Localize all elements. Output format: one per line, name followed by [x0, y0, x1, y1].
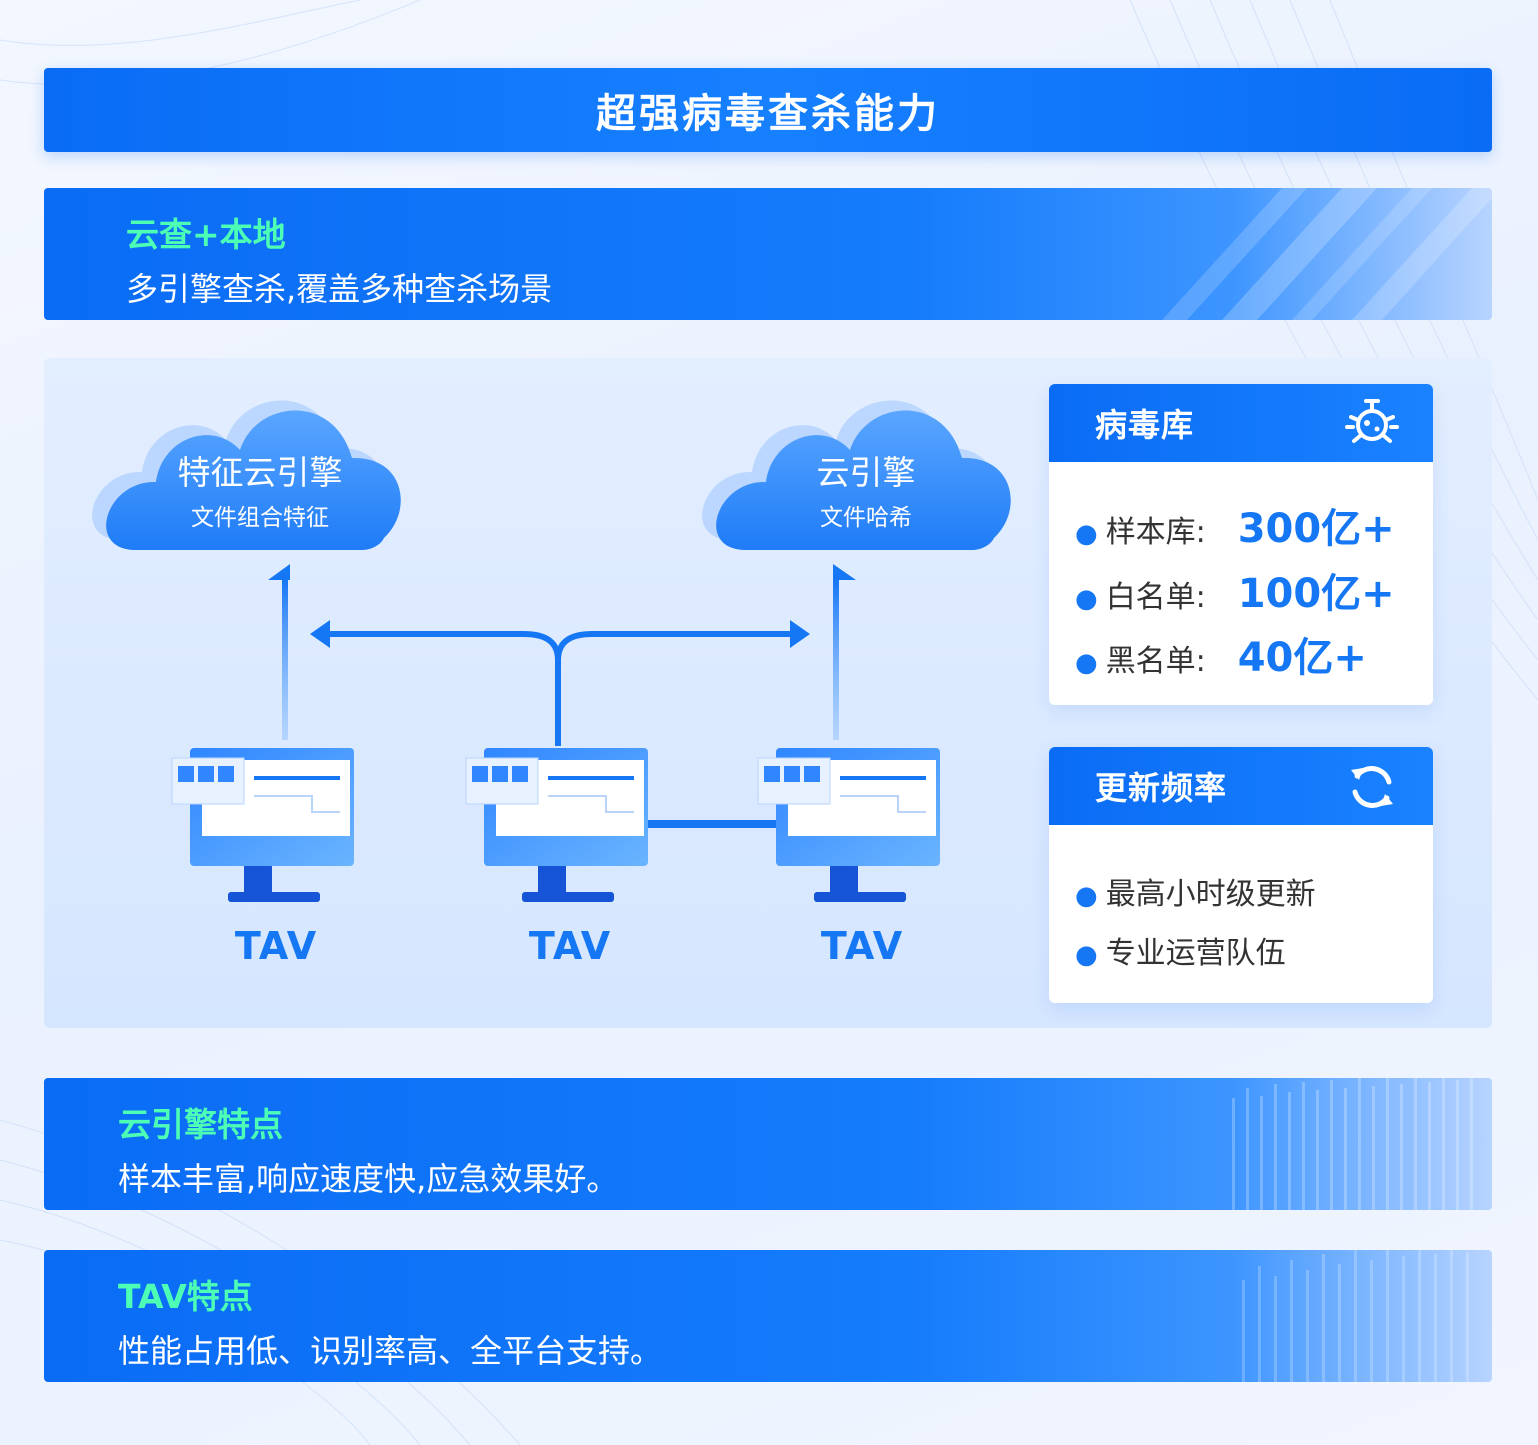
- update-frequency-header: 更新频率: [1049, 747, 1433, 825]
- stat-label: 白名单:: [1105, 580, 1206, 615]
- update-frequency-title: 更新频率: [1095, 769, 1228, 807]
- stat-row: ● 样本库: 300亿+: [1075, 496, 1395, 554]
- feature-description: 样本丰富,响应速度快,应急效果好。: [118, 1160, 619, 1198]
- feature-heading: 云引擎特点: [118, 1105, 283, 1144]
- page-title: 超强病毒查杀能力: [596, 91, 940, 137]
- connector-branch: [330, 631, 790, 746]
- connector-link: [644, 820, 784, 828]
- list-item: ● 最高小时级更新: [1075, 869, 1316, 913]
- bullet-dot: ●: [1075, 584, 1098, 614]
- stat-label: 样本库:: [1105, 515, 1206, 550]
- cloud-title-feature-engine: 特征云引擎: [177, 453, 343, 492]
- feature-heading: 云查+本地: [126, 215, 286, 254]
- arrow-up-left: [268, 564, 290, 740]
- node-label: TAV: [234, 924, 318, 968]
- bullet-dot: ●: [1075, 881, 1098, 911]
- feature-banner-cloud-engine: 云引擎特点 样本丰富,响应速度快,应急效果好。: [44, 1078, 1492, 1210]
- list-item: ● 专业运营队伍: [1075, 928, 1286, 972]
- banner-stripes: [1242, 1250, 1469, 1382]
- virus-db-header: 病毒库: [1049, 384, 1433, 462]
- stat-value: 40亿+: [1237, 635, 1367, 681]
- bullet-dot: ●: [1075, 648, 1098, 678]
- cloud-engine: [702, 400, 1011, 550]
- cloud-feature-engine: [92, 400, 401, 550]
- computer-node-1: [171, 748, 354, 902]
- list-item-text: 最高小时级更新: [1105, 877, 1316, 912]
- feature-heading: TAV特点: [118, 1277, 253, 1316]
- banner-stripes: [1162, 188, 1492, 320]
- arrow-up-right: [833, 564, 856, 740]
- bullet-dot: ●: [1075, 519, 1098, 549]
- stat-value: 100亿+: [1237, 571, 1395, 617]
- title-banner: 超强病毒查杀能力: [44, 68, 1492, 152]
- node-label: TAV: [528, 924, 612, 968]
- diagram-graphics: [92, 400, 1011, 902]
- cloud-subtitle-engine: 文件哈希: [820, 505, 912, 531]
- virus-icon: [1345, 399, 1399, 443]
- feature-banner-cloud-local: 云查+本地 多引擎查杀,覆盖多种查杀场景: [44, 188, 1492, 320]
- arrow-left-head: [310, 620, 330, 648]
- stat-value: 300亿+: [1237, 506, 1395, 552]
- feature-description: 多引擎查杀,覆盖多种查杀场景: [126, 270, 553, 308]
- computer-node-2: [465, 748, 648, 902]
- feature-description: 性能占用低、识别率高、全平台支持。: [118, 1332, 663, 1370]
- banner-stripes: [1232, 1078, 1473, 1210]
- node-label: TAV: [820, 924, 904, 968]
- cloud-subtitle-feature-engine: 文件组合特征: [191, 505, 329, 531]
- update-frequency-card: 更新频率 ● 最高小时级更新 ● 专业运营队伍: [1049, 747, 1433, 1003]
- feature-banner-tav: TAV特点 性能占用低、识别率高、全平台支持。: [44, 1250, 1492, 1382]
- cloud-title-engine: 云引擎: [816, 453, 916, 492]
- computer-node-3: [757, 748, 940, 902]
- bullet-dot: ●: [1075, 940, 1098, 970]
- stat-row: ● 黑名单: 40亿+: [1075, 625, 1367, 683]
- virus-db-title: 病毒库: [1095, 406, 1195, 444]
- list-item-text: 专业运营队伍: [1105, 936, 1286, 971]
- virus-db-card: 病毒库 ● 样本库: 300亿+ ● 白名单: 100亿+ ●: [1049, 384, 1433, 705]
- stat-label: 黑名单:: [1105, 644, 1206, 679]
- arrow-right-head: [790, 620, 810, 648]
- refresh-icon: [1351, 766, 1393, 808]
- stat-row: ● 白名单: 100亿+: [1075, 561, 1395, 619]
